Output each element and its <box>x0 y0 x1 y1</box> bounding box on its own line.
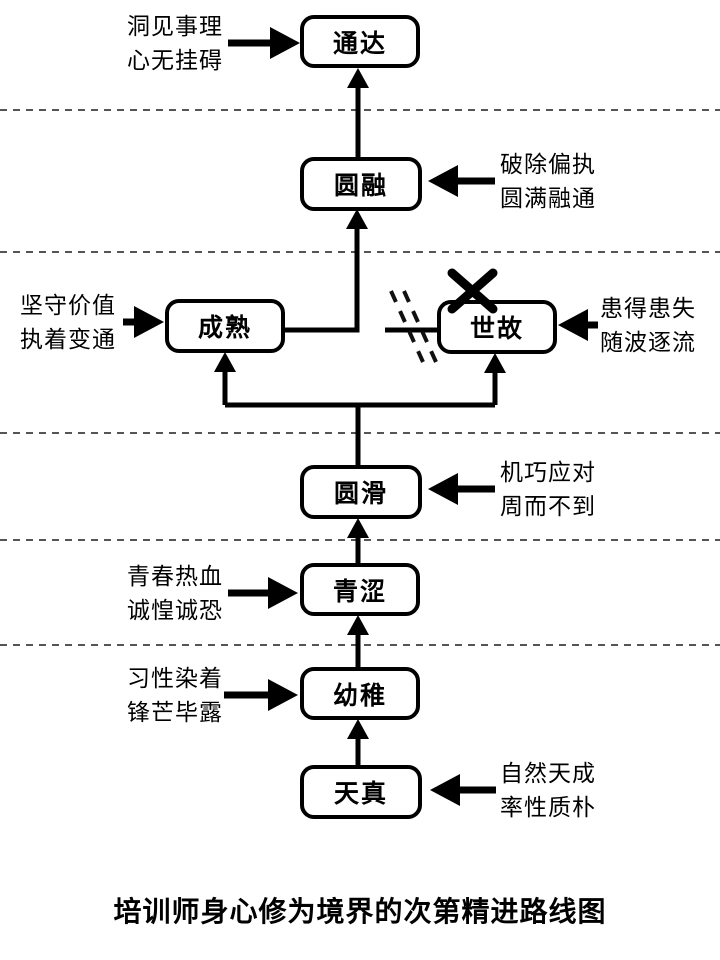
arrow-youzhi-to-qingse <box>347 615 369 667</box>
arrow-yuanrong-to-tongda <box>347 68 369 157</box>
arrow-anno-shigu <box>558 309 598 341</box>
annotation-tongda: 洞见事理 心无挂碍 <box>127 13 223 73</box>
annotation-shigu: 患得患失 随波逐流 <box>600 295 696 355</box>
arrow-anno-youzhi <box>224 679 298 711</box>
stage-label-shigu: 世故 <box>469 315 524 343</box>
arrow-chengshu-to-yuanrong <box>285 209 368 333</box>
arrow-anno-yuanrong <box>428 165 495 197</box>
arrow-anno-tianzhen <box>430 774 496 806</box>
arrow-anno-qingse <box>228 577 298 609</box>
annotation-yuanhua: 机巧应对 周而不到 <box>500 459 596 519</box>
stage-box-qingse: 青涩 <box>300 563 420 616</box>
stage-label-yuanrong: 圆融 <box>333 172 388 200</box>
broken-link-shigu <box>385 290 438 363</box>
stage-box-chengshu: 成熟 <box>165 299 285 353</box>
arrow-qingse-to-yuanhua <box>347 518 369 563</box>
arrow-anno-tongda <box>228 27 300 59</box>
break-marks-icon <box>389 290 438 363</box>
arrow-anno-chengshu <box>123 306 164 338</box>
annotation-qingse: 青春热血 诚惶诚恐 <box>127 563 223 623</box>
annotation-youzhi: 习性染着 锋芒毕露 <box>127 665 223 725</box>
diagram-title: 培训师身心修为境界的次第精进路线图 <box>113 896 607 927</box>
stage-box-youzhi: 幼稚 <box>300 667 420 720</box>
stage-label-chengshu: 成熟 <box>197 314 252 342</box>
stage-label-tongda: 通达 <box>332 29 387 58</box>
arrow-anno-yuanhua <box>428 473 495 505</box>
branch-yuanhua-to-chengshu-shigu <box>214 352 506 465</box>
stage-box-tianzhen: 天真 <box>300 765 422 819</box>
stage-box-tongda: 通达 <box>300 15 420 68</box>
annotation-chengshu: 坚守价值 执着变通 <box>20 292 116 352</box>
annotation-yuanrong: 破除偏执 圆满融通 <box>500 151 596 211</box>
stage-label-youzhi: 幼稚 <box>332 681 387 710</box>
stage-box-shigu: 世故 <box>437 300 557 354</box>
stage-label-yuanhua: 圆滑 <box>333 480 388 508</box>
stage-label-tianzhen: 天真 <box>333 780 388 808</box>
annotation-tianzhen: 自然天成 率性质朴 <box>500 760 596 820</box>
arrow-tianzhen-to-youzhi <box>347 719 369 765</box>
stage-box-yuanrong: 圆融 <box>300 157 422 211</box>
stage-label-qingse: 青涩 <box>332 577 387 606</box>
stage-box-yuanhua: 圆滑 <box>300 465 422 519</box>
